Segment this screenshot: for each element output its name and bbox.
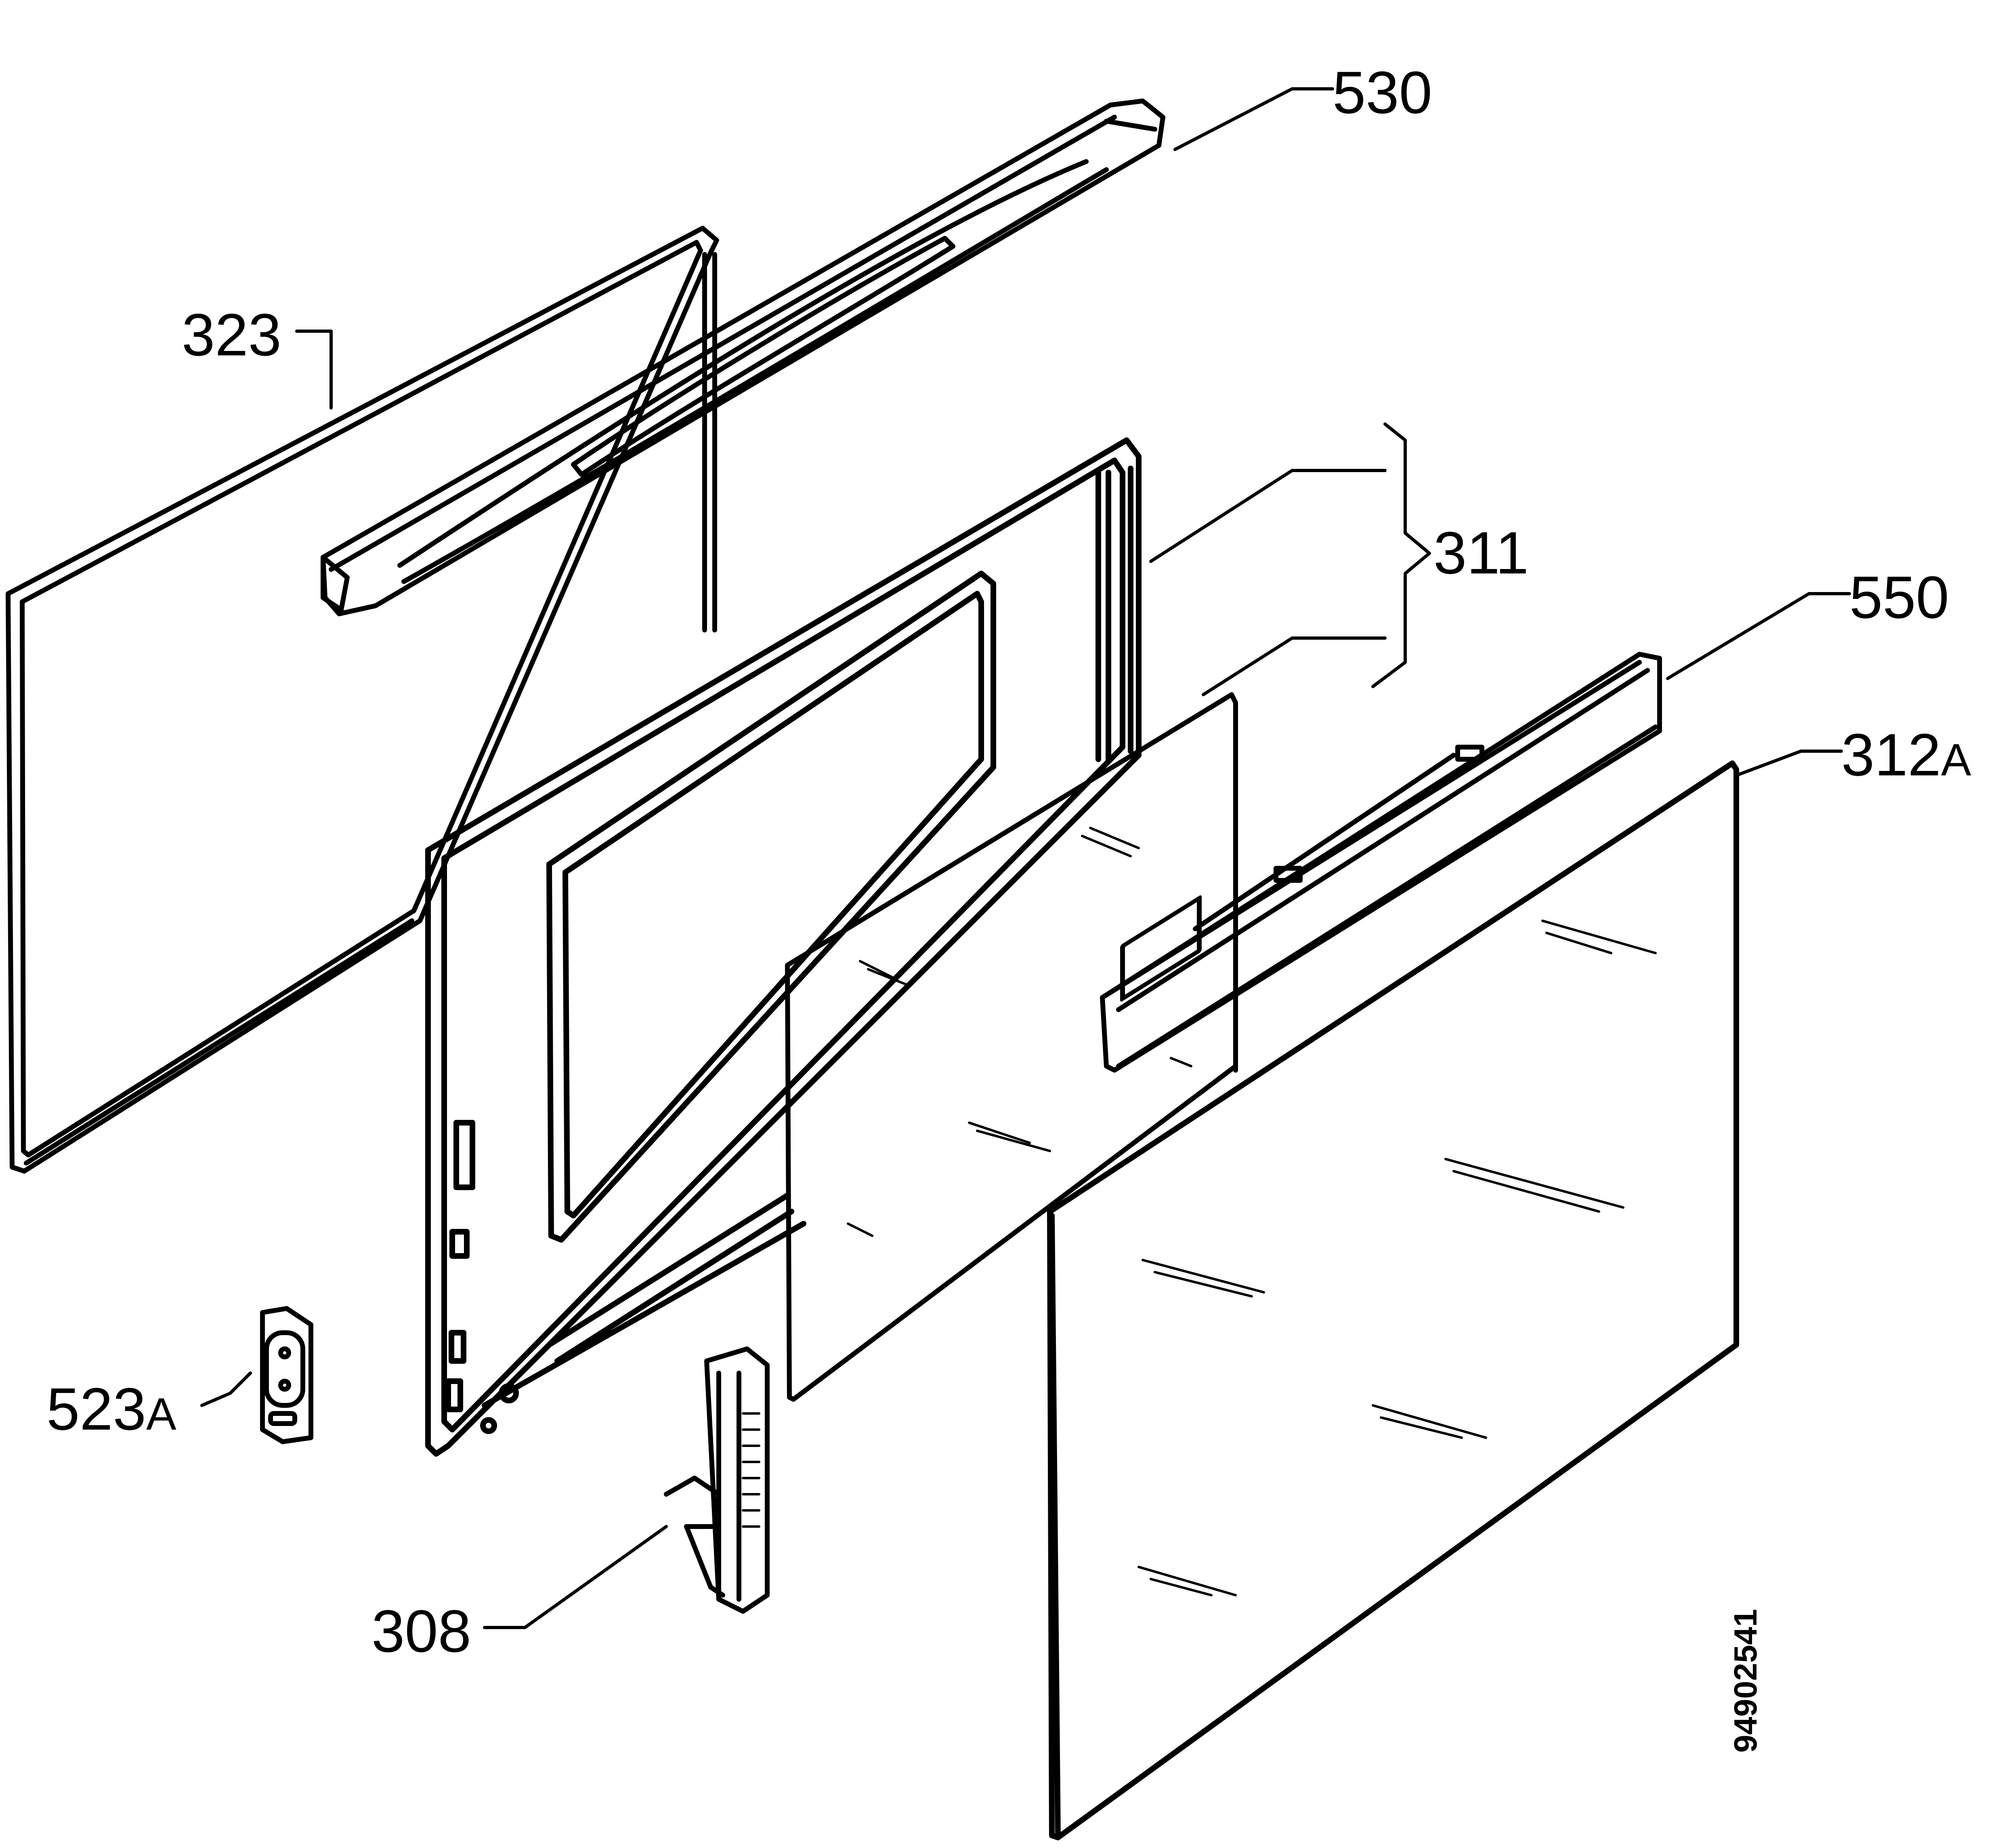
intermediate-glass-pane (785, 692, 1238, 1402)
callout-312A: 312A (1841, 722, 1971, 788)
part-530-handle (321, 99, 1165, 616)
part-550-trim-strip (1100, 652, 1662, 1073)
callout-550: 550 (1849, 564, 1949, 631)
part-523A-bracket (260, 1306, 313, 1444)
callout-530: 530 (1333, 59, 1432, 126)
callout-311: 311 (1433, 520, 1529, 586)
callout-323: 323 (182, 302, 281, 368)
part-312A-outer-glass (1047, 760, 1739, 1840)
callout-523A: 523A (46, 1376, 176, 1443)
part-308-hinge (664, 1346, 770, 1614)
leader-lines (200, 87, 1851, 1629)
part-311-inner-door-frame (425, 437, 1142, 1457)
part-323-door-seal (6, 226, 719, 1174)
document-number: 94902541 (1727, 1609, 1763, 1753)
callout-308: 308 (371, 1598, 471, 1665)
